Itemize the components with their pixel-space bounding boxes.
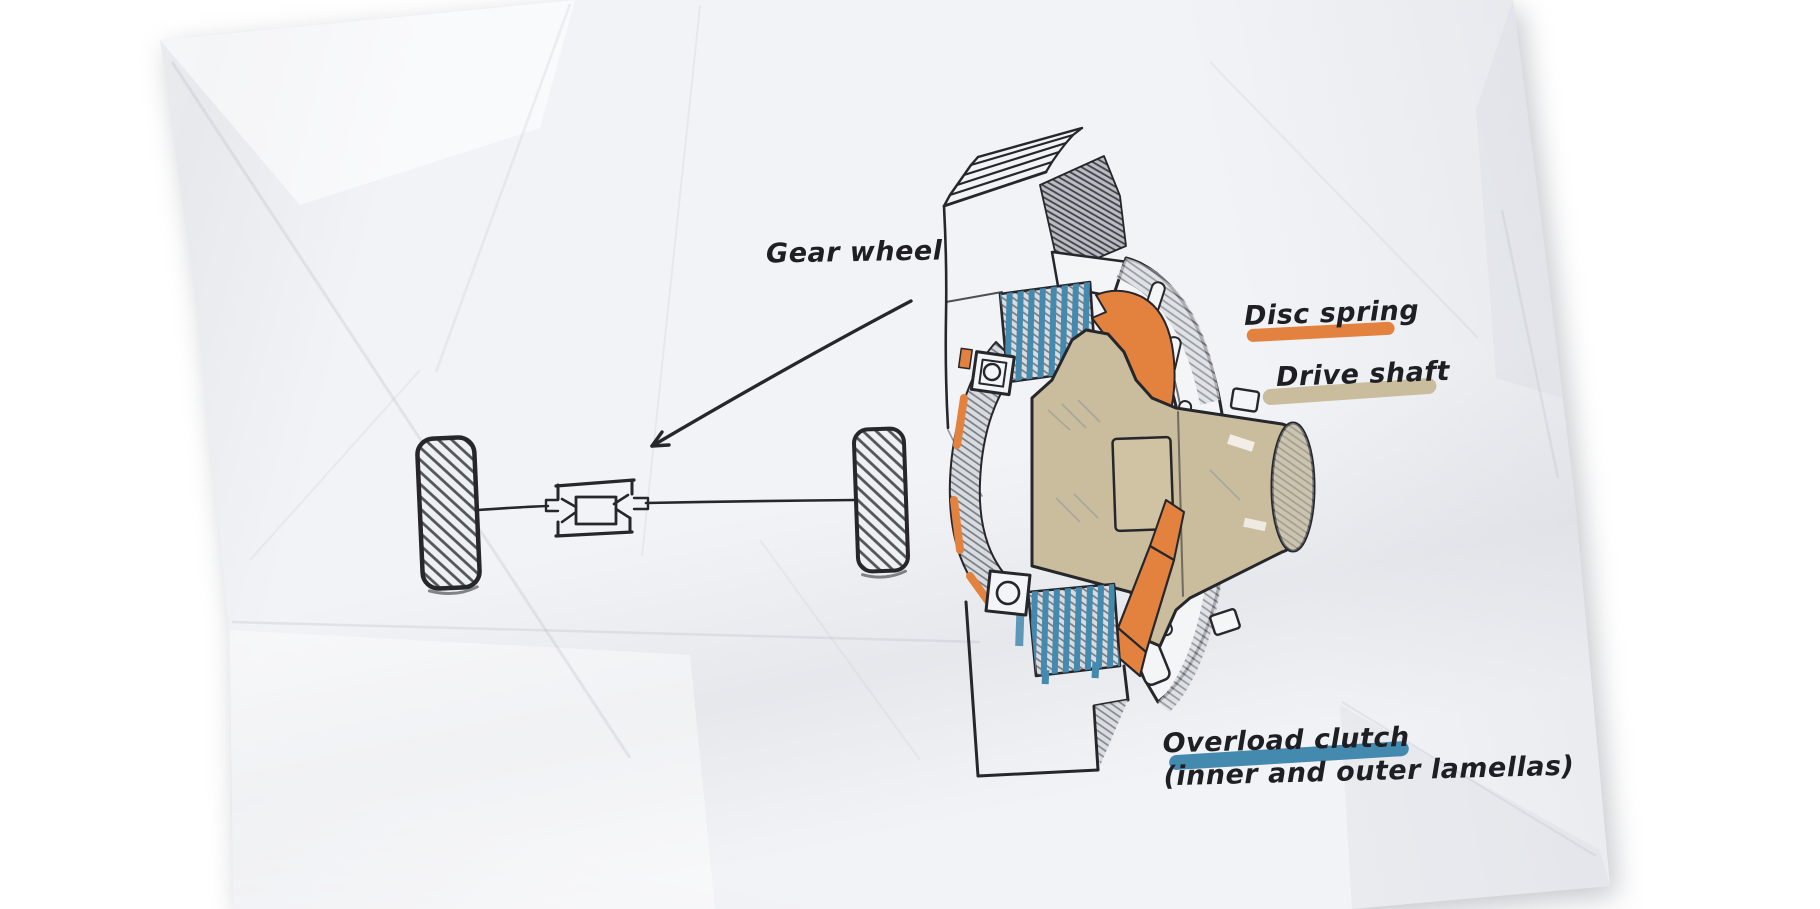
- drive-shaft-shape: [1030, 328, 1316, 648]
- disc-spring-lower-wedge: [1110, 499, 1185, 678]
- drive-shaft-label: Drive shaft: [1262, 355, 1451, 406]
- gear-wheel-label: Gear wheel: [766, 234, 943, 270]
- disc-spring-label: Disc spring: [1243, 294, 1420, 343]
- disc-spring-label-text: Disc spring: [1243, 294, 1420, 333]
- gear-wheel-symbol: [544, 478, 650, 538]
- axle-line-right: [644, 498, 858, 505]
- axle-schematic: [415, 299, 913, 596]
- drive-shaft-label-text: Drive shaft: [1275, 355, 1451, 394]
- overload-clutch-label: Overload clutch (inner and outer lamella…: [1162, 717, 1575, 794]
- lower-lamellas: [1015, 582, 1122, 685]
- right-wheel: [852, 426, 910, 579]
- gear-wheel-label-text: Gear wheel: [765, 235, 943, 270]
- clutch-assembly: [942, 126, 1316, 778]
- gear-wheel-arrow: [650, 299, 913, 448]
- shaft-notch: [1111, 435, 1175, 533]
- shaft-scribbles: [1047, 399, 1241, 523]
- upper-bearing: [969, 350, 1016, 397]
- orange-tab: [957, 347, 973, 370]
- left-wheel: [415, 435, 482, 596]
- axle-line-left: [476, 504, 550, 512]
- lower-bearing: [984, 569, 1032, 617]
- lower-housing: [964, 600, 1130, 778]
